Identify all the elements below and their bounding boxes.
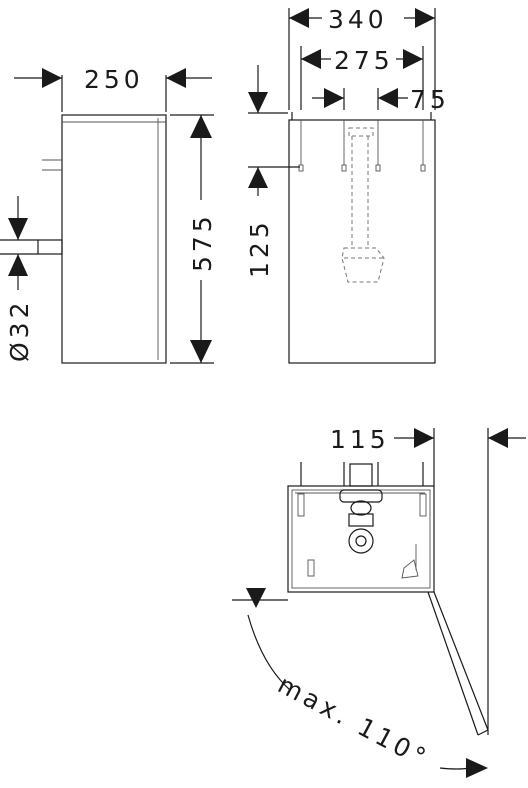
siphon-top <box>348 127 374 137</box>
open-door-outer <box>433 591 489 731</box>
angle-arrow-start <box>246 588 266 608</box>
connection-marker-2 <box>341 164 347 172</box>
dim-75-arrow-right <box>378 88 398 108</box>
siphon-top-view-trap-inner <box>355 535 367 547</box>
angle-arrow-end <box>466 758 488 778</box>
siphon-top-view <box>339 463 383 554</box>
dim-115-arrow-right <box>488 428 508 448</box>
dim-115-arrow-left <box>414 428 434 448</box>
top-view-inner <box>291 489 431 589</box>
dim-250-label: 250 <box>84 65 144 94</box>
dim-340-arrow-left <box>289 8 309 28</box>
shelf-item-right <box>401 559 419 579</box>
side-view: 250 575 Ø32 <box>0 65 217 364</box>
side-view-cabinet-body <box>61 114 167 364</box>
angle-label: max. 110° <box>273 670 434 774</box>
connection-marker-1 <box>298 164 304 172</box>
top-view: 115 max. 110° <box>232 425 526 778</box>
siphon-top-view-inlet <box>349 463 373 487</box>
siphon-top-view-trap <box>348 528 374 554</box>
side-view-pipe-stub <box>37 239 63 255</box>
dim-250-arrow-right <box>166 68 186 88</box>
dim-32-label: Ø32 <box>5 299 34 363</box>
dim-125-arrow-top <box>248 92 268 113</box>
dim-340-arrow-right <box>415 8 435 28</box>
shelf-item-left <box>307 559 315 577</box>
front-view: 340 275 75 125 <box>245 5 450 364</box>
siphon-top-view-body <box>348 513 374 527</box>
dim-575-arrow-top <box>190 115 212 138</box>
bracket-4-block <box>419 493 427 517</box>
siphon-top-view-joint <box>350 500 372 516</box>
dim-575-arrow-bottom <box>190 340 212 363</box>
front-view-cabinet-body <box>288 119 436 364</box>
open-door-inner <box>427 591 479 736</box>
angle-arc-top <box>247 614 291 691</box>
connection-marker-3 <box>375 164 381 172</box>
open-door <box>427 591 489 736</box>
dim-75-label: 75 <box>410 85 450 114</box>
angle-arc-bottom <box>439 767 471 770</box>
dim-575-label: 575 <box>188 212 217 272</box>
dim-250-arrow-left <box>42 68 62 88</box>
siphon-trap <box>341 247 385 283</box>
dim-275-arrow-left <box>301 49 321 69</box>
dim-275-arrow-right <box>403 49 423 69</box>
dim-75-arrow-left <box>324 88 344 108</box>
dim-32-arrow-top <box>8 218 28 240</box>
open-door-edge <box>477 729 489 736</box>
connection-marker-4 <box>420 164 426 172</box>
siphon-outline <box>341 127 385 283</box>
dim-275-label: 275 <box>334 46 394 75</box>
dim-340-label: 340 <box>328 5 388 34</box>
dim-32-arrow-bottom <box>8 254 28 276</box>
bracket-1-block <box>297 493 305 517</box>
siphon-top-view-bar <box>339 489 383 503</box>
dim-125-label: 125 <box>245 218 274 278</box>
dim-115-label: 115 <box>330 425 390 454</box>
